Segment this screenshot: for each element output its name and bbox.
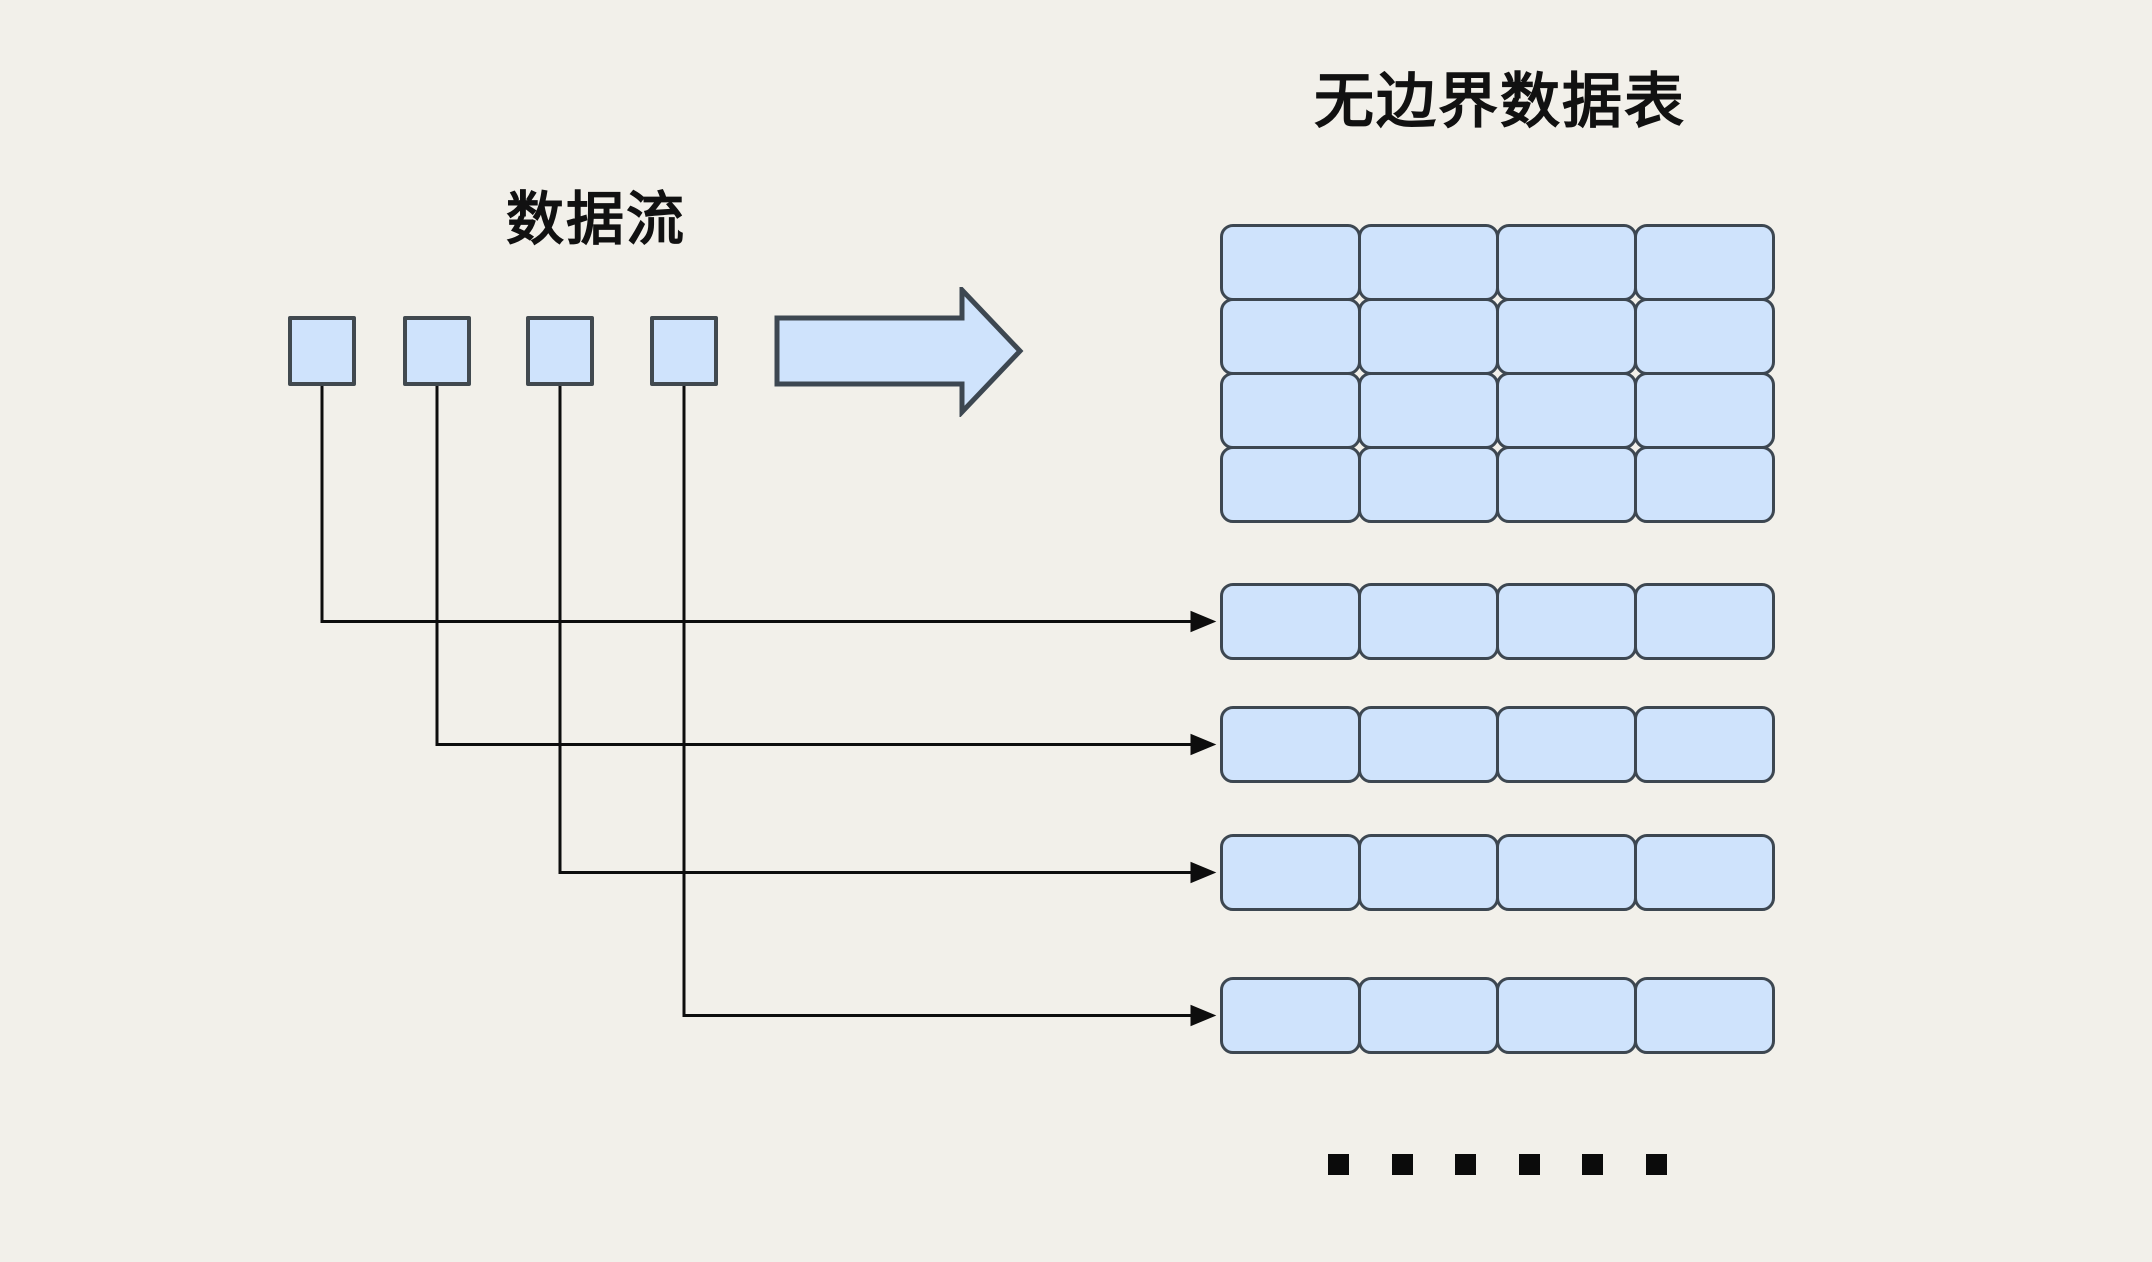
ellipsis-dot bbox=[1392, 1154, 1413, 1175]
table-grid-row bbox=[1220, 298, 1775, 375]
table-cell bbox=[1358, 298, 1499, 375]
table-cell bbox=[1358, 224, 1499, 301]
stream-to-row-connector bbox=[435, 386, 1217, 756]
table-cell bbox=[1358, 706, 1499, 783]
table-cell bbox=[1496, 706, 1637, 783]
table-grid-row bbox=[1220, 372, 1775, 449]
table-cell bbox=[1220, 706, 1361, 783]
ellipsis-dot bbox=[1455, 1154, 1476, 1175]
ellipsis-dot bbox=[1328, 1154, 1349, 1175]
stream-item bbox=[403, 316, 471, 386]
table-cell bbox=[1358, 834, 1499, 911]
appended-row bbox=[1220, 834, 1775, 911]
table-cell bbox=[1496, 224, 1637, 301]
table-cell bbox=[1358, 372, 1499, 449]
table-cell bbox=[1220, 446, 1361, 523]
appended-row bbox=[1220, 977, 1775, 1054]
table-cell bbox=[1634, 224, 1775, 301]
ellipsis-dot bbox=[1519, 1154, 1540, 1175]
table-cell bbox=[1634, 298, 1775, 375]
table-cell bbox=[1496, 446, 1637, 523]
ellipsis-dot bbox=[1646, 1154, 1667, 1175]
table-cell bbox=[1634, 706, 1775, 783]
appended-row bbox=[1220, 706, 1775, 783]
table-cell bbox=[1220, 224, 1361, 301]
table-cell bbox=[1634, 977, 1775, 1054]
stream-item bbox=[526, 316, 594, 386]
ellipsis-dot bbox=[1582, 1154, 1603, 1175]
table-cell bbox=[1634, 446, 1775, 523]
stream-item bbox=[288, 316, 356, 386]
table-grid-row bbox=[1220, 446, 1775, 523]
stream-item bbox=[650, 316, 718, 386]
flow-arrow-icon bbox=[774, 287, 1024, 417]
table-cell bbox=[1634, 583, 1775, 660]
table-cell bbox=[1358, 977, 1499, 1054]
table-cell bbox=[1634, 834, 1775, 911]
table-cell bbox=[1220, 834, 1361, 911]
table-cell bbox=[1496, 977, 1637, 1054]
data-stream-label: 数据流 bbox=[505, 185, 686, 253]
stream-to-row-connector bbox=[558, 386, 1217, 884]
table-cell bbox=[1358, 583, 1499, 660]
table-cell bbox=[1220, 298, 1361, 375]
table-cell bbox=[1496, 372, 1637, 449]
table-grid-row bbox=[1220, 224, 1775, 301]
table-cell bbox=[1496, 834, 1637, 911]
table-cell bbox=[1220, 583, 1361, 660]
appended-row bbox=[1220, 583, 1775, 660]
stream-to-row-connector bbox=[682, 386, 1217, 1027]
unbounded-table-title: 无边界数据表 bbox=[1314, 67, 1686, 137]
table-cell bbox=[1496, 298, 1637, 375]
table-cell bbox=[1358, 446, 1499, 523]
stream-to-row-connector bbox=[320, 386, 1217, 633]
table-cell bbox=[1220, 977, 1361, 1054]
table-cell bbox=[1496, 583, 1637, 660]
table-cell bbox=[1634, 372, 1775, 449]
table-cell bbox=[1220, 372, 1361, 449]
unbounded-table-grid bbox=[1220, 224, 1775, 523]
